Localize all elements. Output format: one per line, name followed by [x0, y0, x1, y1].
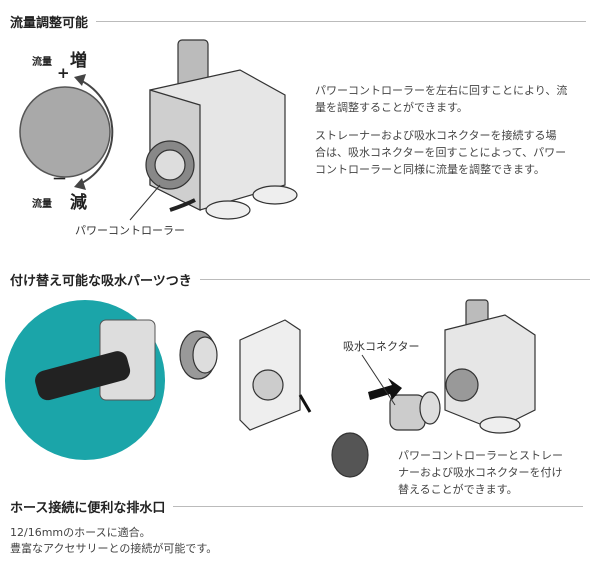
- heading-text: 付け替え可能な吸水パーツつき: [10, 274, 192, 289]
- description: パワーコントローラーを左右に回すことにより、流 量を調整することができます。: [315, 84, 568, 114]
- heading-text: ホース接続に便利な排水口: [10, 501, 166, 516]
- divider: [96, 21, 587, 22]
- divider: [199, 279, 590, 280]
- description: 12/16mmのホースに適合。: [10, 526, 151, 539]
- plus-sign: +: [57, 64, 70, 82]
- description: パワーコントローラーとストレー ナーおよび吸水コネクターを付け 替えることができ…: [398, 449, 563, 496]
- minus-sign: －: [52, 170, 68, 188]
- connector-label: 吸水コネクター: [343, 340, 420, 353]
- flow-label: 流量: [32, 57, 52, 68]
- flow-label: 流量: [32, 199, 52, 210]
- heading-text: 流量調整可能: [10, 16, 89, 31]
- section-heading-flow: 流量調整可能: [10, 12, 587, 31]
- controller-label: パワーコントローラー: [75, 224, 185, 237]
- description: ストレーナーおよび吸水コネクターを接続する場 合は、吸水コネクターを回すことによ…: [315, 129, 567, 176]
- divider: [173, 506, 584, 507]
- rotation-arrow-icon: [79, 79, 114, 185]
- section-heading-parts: 付け替え可能な吸水パーツつき: [10, 270, 590, 289]
- flow-dial: [19, 86, 111, 178]
- section-heading-outlet: ホース接続に便利な排水口: [10, 497, 584, 516]
- decrease-label: 減: [70, 193, 87, 213]
- pump-illustration: [145, 39, 298, 220]
- description: 豊富なアクセサリーとの接続が可能です。: [10, 542, 218, 555]
- increase-label: 増: [70, 51, 87, 71]
